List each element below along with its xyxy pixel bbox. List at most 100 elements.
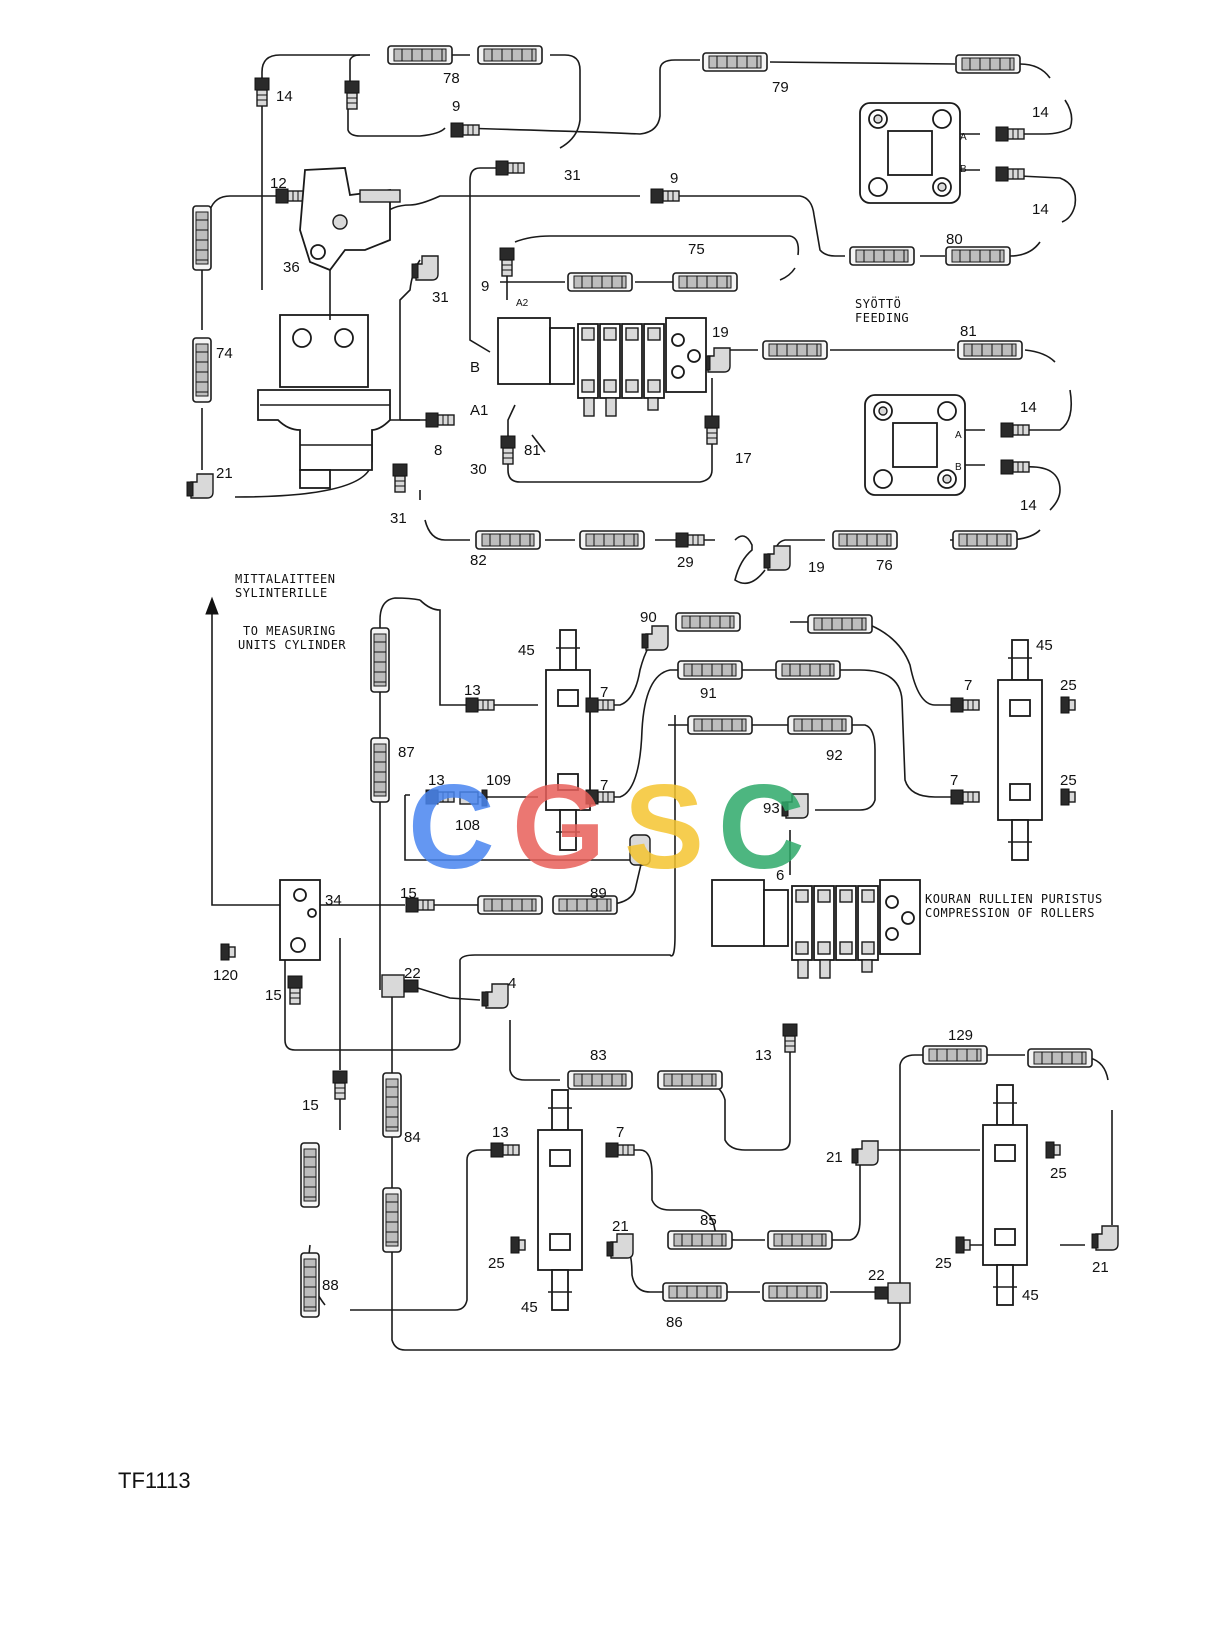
label-108: 108 xyxy=(455,817,480,834)
label-13-upper: 13 xyxy=(464,682,481,699)
label-87: 87 xyxy=(398,744,415,761)
hose-86-b xyxy=(762,1282,828,1302)
tee-22-lower xyxy=(874,1282,911,1304)
fitting-7-lower xyxy=(605,1142,635,1158)
caption-measuring-fi-2: SYLINTERILLE xyxy=(235,586,328,600)
hose-80-b xyxy=(945,246,1011,266)
plug-25-lower-right-a xyxy=(1045,1141,1061,1159)
elbow-21-lower xyxy=(606,1233,634,1259)
hose-74-a xyxy=(192,205,212,271)
fitting-78-end xyxy=(344,80,360,110)
port-a1: A1 xyxy=(470,402,488,419)
label-4: 4 xyxy=(508,975,516,992)
label-34: 34 xyxy=(325,892,342,909)
label-76: 76 xyxy=(876,557,893,574)
caption-feeding-fi: SYÖTTÖ xyxy=(855,295,901,311)
label-14-plate2-a: 14 xyxy=(1020,399,1037,416)
hose-82-a xyxy=(475,530,541,550)
label-120: 120 xyxy=(213,967,238,984)
elbow-31-mid xyxy=(411,255,439,281)
label-92: 92 xyxy=(826,747,843,764)
hose-76-b xyxy=(952,530,1018,550)
motor-plate-upper xyxy=(859,102,961,204)
label-93: 93 xyxy=(763,800,780,817)
hose-92-b xyxy=(787,715,853,735)
cylinder-45-lower-right xyxy=(982,1084,1028,1306)
watermark-letter-3: S xyxy=(624,760,704,894)
label-86: 86 xyxy=(666,1314,683,1331)
label-45-upper-right: 45 xyxy=(1036,637,1053,654)
fitting-14-plate1-b xyxy=(995,166,1025,182)
hose-90-b xyxy=(807,614,873,634)
hose-79-b xyxy=(955,54,1021,74)
fitting-13-upper xyxy=(465,697,495,713)
caption-measuring-en-1: TO MEASURING xyxy=(243,624,336,638)
label-45-upper-left: 45 xyxy=(518,642,535,659)
fitting-13-valve2 xyxy=(782,1023,798,1053)
label-29: 29 xyxy=(677,554,694,571)
hose-129-a xyxy=(922,1045,988,1065)
label-129: 129 xyxy=(948,1027,973,1044)
hose-80-a xyxy=(849,246,915,266)
label-31-low: 31 xyxy=(390,510,407,527)
label-45-lower-right: 45 xyxy=(1022,1287,1039,1304)
fitting-8 xyxy=(425,412,455,428)
hose-79-a xyxy=(702,52,768,72)
hose-83-a xyxy=(567,1070,633,1090)
label-89: 89 xyxy=(590,885,607,902)
label-90: 90 xyxy=(640,609,657,626)
hose-82-b xyxy=(579,530,645,550)
hose-89-a xyxy=(477,895,543,915)
fitting-15-low xyxy=(332,1070,348,1100)
hose-81-b xyxy=(957,340,1023,360)
label-15-low: 15 xyxy=(302,1097,319,1114)
label-85: 85 xyxy=(700,1212,717,1229)
hose-90-a xyxy=(675,612,741,632)
hose-85-b xyxy=(767,1230,833,1250)
port-a-plate1: A xyxy=(960,132,967,143)
hose-88-a xyxy=(300,1142,320,1208)
label-15-top: 15 xyxy=(400,885,417,902)
hose-86-a xyxy=(662,1282,728,1302)
tee-22-upper xyxy=(381,974,419,998)
fitting-17 xyxy=(704,415,720,445)
label-21-mid: 21 xyxy=(826,1149,843,1166)
hose-88-b xyxy=(300,1252,320,1318)
label-82: 82 xyxy=(470,552,487,569)
fitting-31-top xyxy=(495,160,525,176)
elbow-21-right xyxy=(1091,1225,1119,1251)
fitting-9-top xyxy=(450,122,480,138)
label-13-valve2: 13 xyxy=(755,1047,772,1064)
hose-89-end xyxy=(629,834,651,866)
label-6: 6 xyxy=(776,867,784,884)
feeding-circuit xyxy=(186,45,1077,585)
label-25-lower-right-b: 25 xyxy=(935,1255,952,1272)
fitting-30 xyxy=(500,435,516,465)
caption-measuring-fi-1: MITTALAITTEEN xyxy=(235,572,335,586)
hose-76-a xyxy=(832,530,898,550)
fitting-9-valve xyxy=(499,247,515,277)
hose-92-a xyxy=(687,715,753,735)
swivel-block-36 xyxy=(299,167,401,320)
hose-74-b xyxy=(192,337,212,403)
hose-75-a xyxy=(567,272,633,292)
label-91: 91 xyxy=(700,685,717,702)
label-9-top: 9 xyxy=(452,98,460,115)
hose-78-b xyxy=(477,45,543,65)
label-31-mid: 31 xyxy=(432,289,449,306)
elbow-21-top xyxy=(186,473,214,499)
drawing-reference-code: TF1113 xyxy=(118,1468,191,1493)
port-b-valve: B xyxy=(470,359,480,376)
label-22-lower: 22 xyxy=(868,1267,885,1284)
motor-plate-lower xyxy=(864,394,966,496)
hose-91-b xyxy=(775,660,841,680)
caption-measuring-en-2: UNITS CYLINDER xyxy=(238,638,346,652)
label-21-top: 21 xyxy=(216,465,233,482)
fitting-14-top xyxy=(254,77,270,107)
watermark-letter-4: C xyxy=(718,760,805,894)
fitting-15-block xyxy=(287,975,303,1005)
roller-valve-bank xyxy=(711,879,921,979)
elbow-21-mid xyxy=(851,1140,879,1166)
label-31-top: 31 xyxy=(564,167,581,184)
